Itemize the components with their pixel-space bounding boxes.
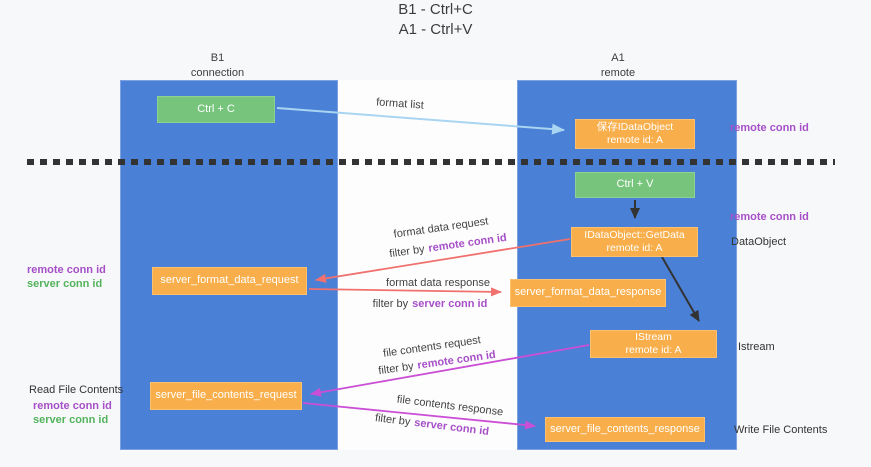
node-server-format-data-request-label: server_format_data_request	[160, 274, 299, 287]
label-filter-by-text: filter by	[372, 298, 409, 310]
left-read-file-contents-label: Read File Contents	[29, 384, 124, 396]
left-column-header-line2: connection	[190, 66, 245, 79]
node-ctrl-c: Ctrl + C	[157, 96, 275, 123]
node-idataobject-getdata-line2: remote id: A	[606, 242, 663, 254]
left-server-conn-id-top: server conn id	[27, 278, 103, 290]
right-column-header-line2: remote	[600, 66, 636, 79]
label-format-data-response: format data response	[386, 277, 490, 289]
node-save-idataobject-line2: remote id: A	[606, 134, 664, 146]
left-server-conn-id-bottom: server conn id	[33, 414, 109, 426]
node-idataobject-getdata: IDataObject::GetData remote id: A	[571, 227, 698, 257]
node-save-idataobject: 保存IDataObject remote id: A	[575, 119, 695, 149]
middle-strip	[338, 80, 517, 450]
node-save-idataobject-line1: 保存IDataObject	[596, 120, 674, 133]
right-column-header-line1: A1	[611, 52, 625, 64]
node-ctrl-v-label: Ctrl + V	[616, 178, 654, 191]
diagram-title: B1 - Ctrl+C A1 - Ctrl+V	[0, 0, 871, 41]
right-remote-conn-id-top: remote conn id	[730, 122, 809, 134]
diagram-title-line2: A1 - Ctrl+V	[398, 21, 473, 39]
node-idataobject-getdata-line1: IDataObject::GetData	[584, 228, 685, 241]
right-write-file-contents-label: Write File Contents	[734, 424, 828, 436]
node-server-format-data-request: server_format_data_request	[152, 267, 307, 295]
dashed-separator	[27, 159, 835, 165]
left-column-header: B1 connection	[120, 51, 315, 81]
node-istream-line2: remote id: A	[625, 344, 682, 356]
node-server-format-data-response: server_format_data_response	[510, 279, 666, 307]
node-ctrl-v: Ctrl + V	[575, 172, 695, 198]
right-dataobject-label: DataObject	[731, 236, 787, 248]
diagram-title-line1: B1 - Ctrl+C	[398, 1, 473, 18]
node-istream-line1: IStream	[635, 330, 672, 343]
node-ctrl-c-label: Ctrl + C	[197, 102, 235, 115]
node-server-file-contents-response: server_file_contents_response	[545, 417, 705, 442]
node-server-file-contents-request-label: server_file_contents_request	[155, 389, 297, 402]
left-remote-conn-id-bottom: remote conn id	[33, 400, 112, 412]
node-server-file-contents-response-label: server_file_contents_response	[550, 422, 700, 435]
left-column-header-line1: B1	[210, 52, 225, 64]
right-column-header: A1 remote	[520, 51, 716, 81]
node-server-file-contents-request: server_file_contents_request	[150, 382, 302, 410]
right-remote-conn-id-mid: remote conn id	[730, 211, 809, 223]
node-server-format-data-response-label: server_format_data_response	[514, 286, 662, 299]
node-istream: IStream remote id: A	[590, 330, 717, 358]
label-server-conn-id: server conn id	[412, 298, 488, 310]
left-remote-conn-id-top: remote conn id	[27, 264, 106, 276]
right-istream-label: Istream	[738, 341, 775, 353]
